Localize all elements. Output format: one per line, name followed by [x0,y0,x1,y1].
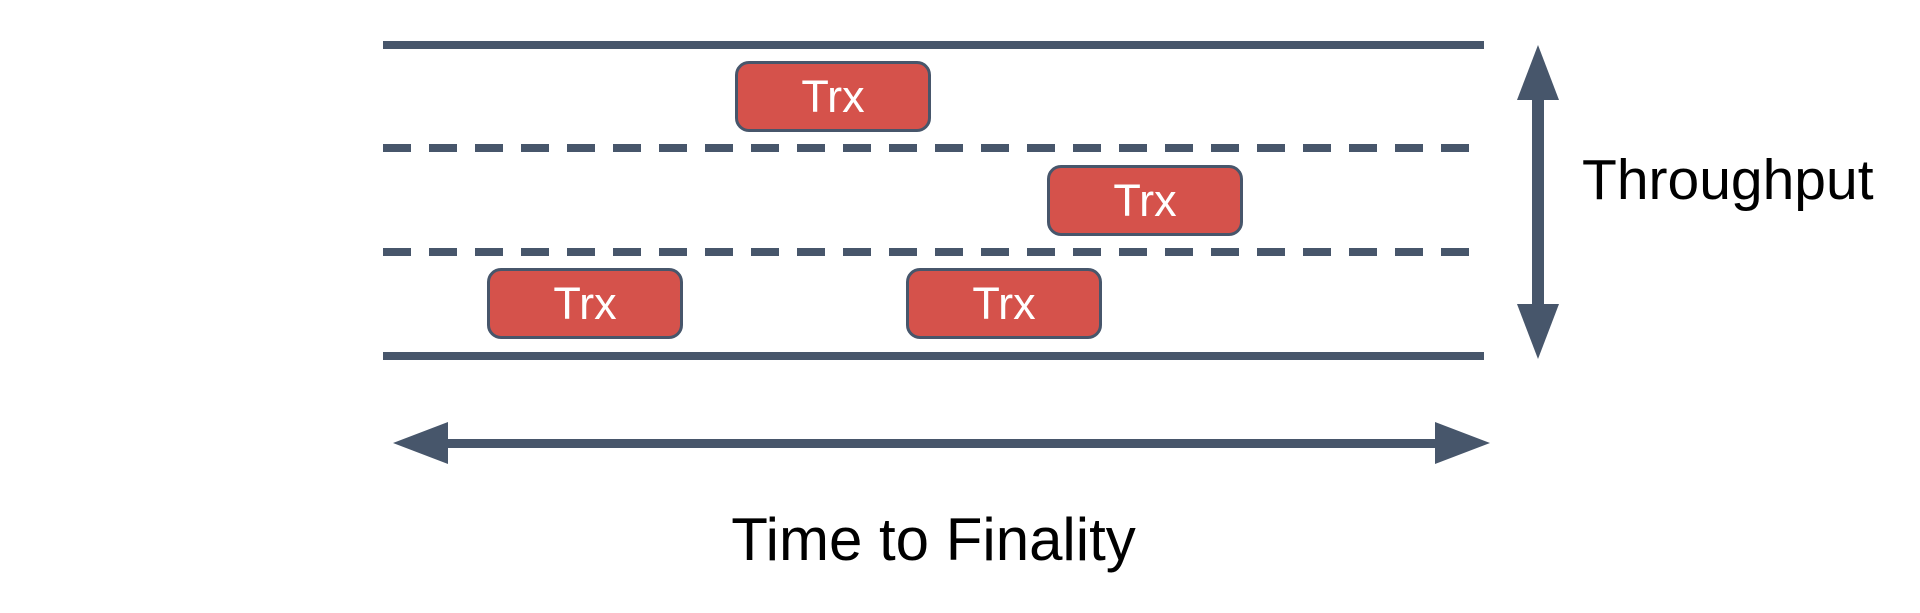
lane-divider-dashed-line-1 [383,144,1484,152]
throughput-axis-label: Throughput [1582,148,1874,212]
throughput-arrow-up-icon [1517,45,1559,100]
trx-box-lane3-second: Trx [906,268,1102,339]
trx-box-lane1: Trx [735,61,931,132]
trx-box-label: Trx [553,278,617,329]
trx-box-label: Trx [1113,175,1177,226]
lane-bottom-boundary-line [383,352,1484,360]
time-axis-arrow-left-icon [393,422,448,464]
trx-box-label: Trx [801,71,865,122]
trx-box-label: Trx [972,278,1036,329]
trx-box-lane3-first: Trx [487,268,683,339]
trx-box-lane2: Trx [1047,165,1243,236]
time-to-finality-axis-label: Time to Finality [731,506,1136,573]
throughput-arrow-down-icon [1517,304,1559,359]
lane-top-boundary-line [383,41,1484,49]
time-axis-arrow-right-icon [1435,422,1490,464]
time-axis-arrow-shaft [440,439,1440,448]
lane-divider-dashed-line-2 [383,248,1484,256]
throughput-arrow-shaft [1532,90,1544,314]
